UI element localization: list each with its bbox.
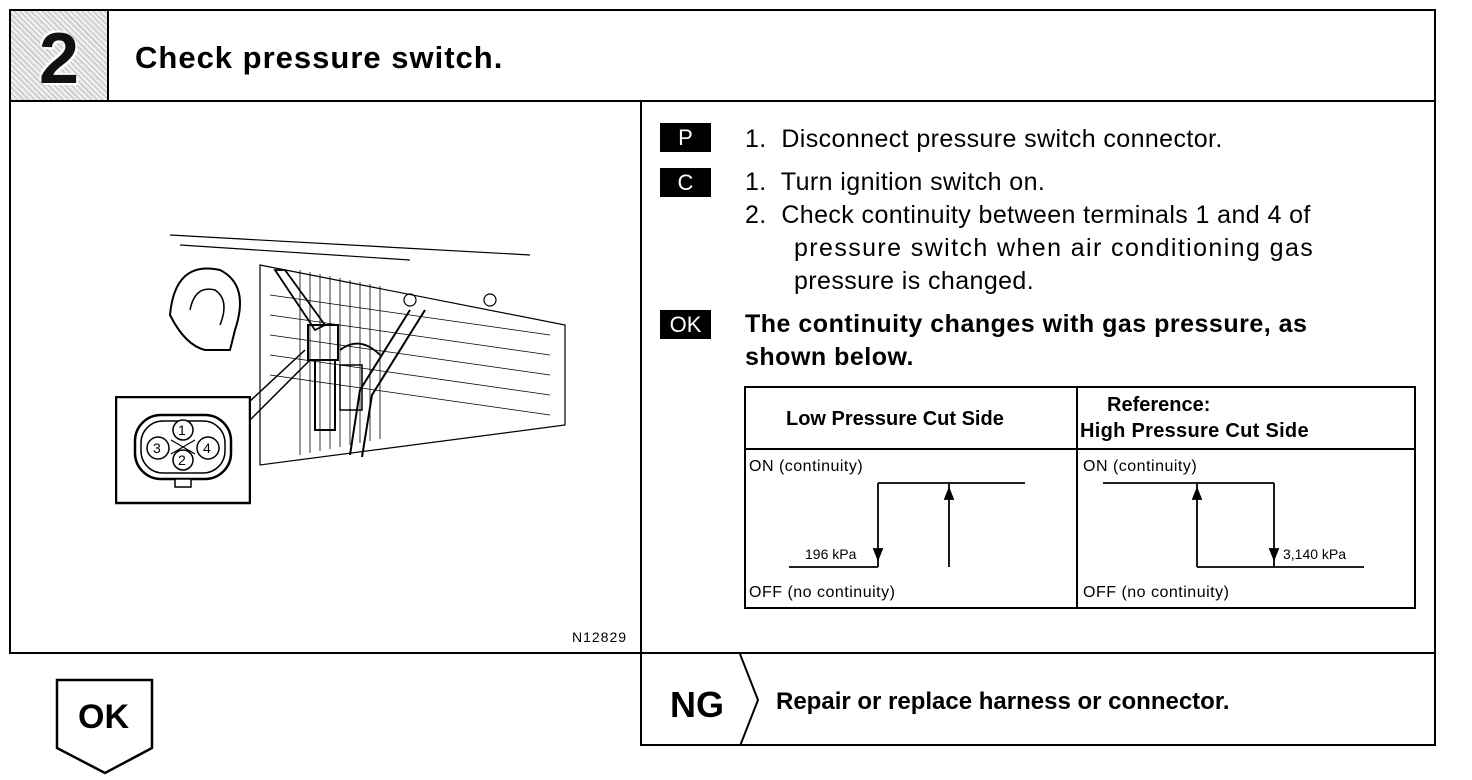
check-step-2: 2. Check continuity between terminals 1 … [745,201,1311,229]
table-header-high: High Pressure Cut Side [1080,420,1309,442]
step-number: 2 [38,19,80,99]
column-divider [640,100,642,746]
low-pressure-value: 196 kPa [805,546,857,562]
ng-result-label: NG [670,684,724,725]
terminal-1-label: 1 [178,422,186,438]
check-step-1: 1. Turn ignition switch on. [745,168,1046,196]
high-on-label: ON (continuity) [1083,458,1198,475]
check-step-2-cont-2: pressure is changed. [794,267,1035,295]
ng-box-right [1434,654,1436,746]
step-title: Check pressure switch. [135,40,504,75]
high-pressure-graph [1103,482,1364,568]
ok-criteria-line-2: shown below. [745,343,914,371]
check-tag: C [660,168,711,197]
terminal-2-label: 2 [178,452,186,468]
table-header-ref: Reference: [1107,394,1211,416]
check-step-2-cont-1: pressure switch when air conditioning ga… [794,234,1315,262]
ok-criteria-tag: OK [660,310,711,339]
header-divider [9,100,1436,102]
continuity-table [744,386,1416,609]
terminal-4-label: 4 [203,440,211,456]
ng-chevron [739,654,760,746]
high-off-label: OFF (no continuity) [1083,584,1230,601]
terminal-3-label: 3 [153,440,161,456]
prepare-step-1: 1. Disconnect pressure switch connector. [745,125,1223,153]
figure-label: N12829 [572,629,628,645]
table-header-low: Low Pressure Cut Side [786,408,1004,430]
connector-inset [115,396,251,505]
step-number-box: 2 [11,11,109,100]
low-on-label: ON (continuity) [749,458,864,475]
low-off-label: OFF (no continuity) [749,584,896,601]
procedure-frame [9,9,1436,654]
ok-criteria-line-1: The continuity changes with gas pressure… [745,310,1308,338]
low-pressure-graph [789,482,1025,568]
ok-result-arrow [55,678,154,775]
pressure-switch-illustration [168,234,566,466]
ng-result-action: Repair or replace harness or connector. [776,688,1230,715]
high-pressure-value: 3,140 kPa [1283,546,1347,562]
ng-box-bottom [640,744,1435,746]
ok-result-label: OK [78,698,129,736]
prepare-tag: P [660,123,711,152]
